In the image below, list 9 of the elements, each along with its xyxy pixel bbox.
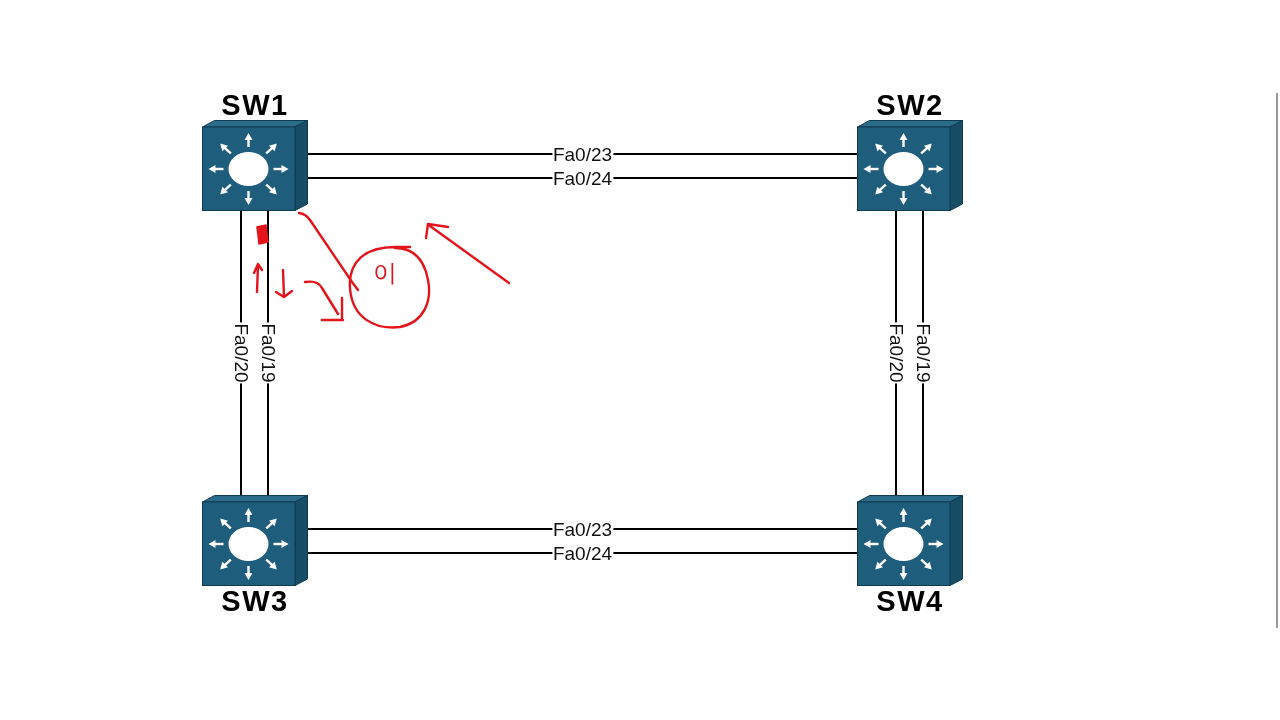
cable-line [307,153,858,155]
cable-line [307,528,858,530]
cable-line [307,177,858,179]
handwritten-note: 이 [373,260,397,286]
switch-name: SW4 [876,586,944,616]
switch-name: SW1 [221,90,289,120]
switch-name: SW2 [876,90,944,120]
cable-line [307,552,858,554]
switch-name: SW3 [221,586,289,616]
